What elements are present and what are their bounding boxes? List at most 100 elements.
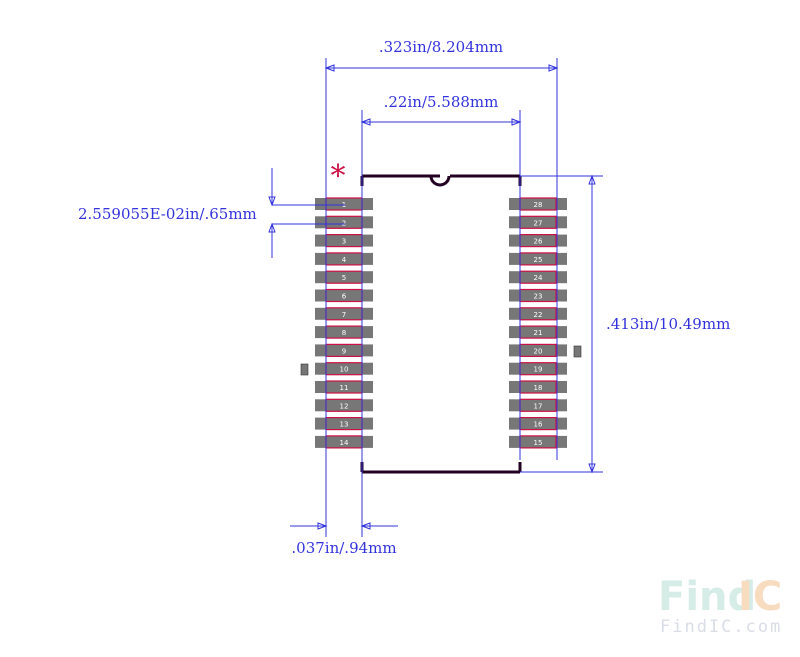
pad-right-26: 26 (509, 234, 567, 248)
pin-number: 17 (534, 402, 543, 410)
pad-fill (315, 399, 373, 412)
pin-number: 23 (534, 293, 543, 301)
pad-left-7: 7 (315, 307, 373, 321)
pin-number: 12 (340, 402, 349, 410)
pad-left-5: 5 (315, 270, 373, 284)
pin-number: 11 (340, 384, 349, 392)
pad-fill (509, 234, 567, 247)
pad-left-2: 2 (315, 215, 373, 229)
pin-number: 25 (534, 256, 543, 264)
pad-left-12: 12 (315, 398, 373, 412)
pin-number: 19 (534, 366, 543, 374)
pin-number: 21 (534, 329, 543, 337)
extension-lines (272, 58, 603, 537)
dim-body-length: .413in/10.49mm (588, 174, 730, 474)
pad-right-18: 18 (509, 380, 567, 394)
dim-overall-width-label: .323in/8.204mm (379, 38, 503, 56)
watermark-ic: IC (738, 574, 782, 620)
dim-body-length-label: .413in/10.49mm (606, 315, 730, 333)
pad-right-25: 25 (509, 252, 567, 266)
pin-number: 28 (534, 201, 543, 209)
pin-number: 20 (534, 347, 543, 355)
pin-number: 14 (340, 439, 349, 447)
pin-number: 6 (342, 293, 347, 301)
pad-fill (509, 362, 567, 375)
pad-left-3: 3 (315, 234, 373, 248)
pad-right-24: 24 (509, 270, 567, 284)
pad-right-28: 28 (509, 197, 567, 211)
pad-right-22: 22 (509, 307, 567, 321)
dim-body-width: .22in/5.588mm (360, 93, 522, 126)
pad-fill (509, 289, 567, 302)
pin-number: 22 (534, 311, 543, 319)
pin-number: 8 (342, 329, 346, 337)
pad-fill (315, 216, 373, 229)
pad-fill (509, 381, 567, 393)
pad-fill (509, 435, 567, 448)
pin1-marker: * (331, 159, 346, 194)
pin-number: 7 (342, 311, 346, 319)
pin-number: 13 (340, 421, 349, 429)
pad-left-9: 9 (315, 343, 373, 357)
pin1-notch (429, 175, 451, 187)
pin-number: 10 (340, 366, 349, 374)
pad-fill (315, 198, 373, 210)
pad-fill (509, 344, 567, 357)
pad-fill (509, 307, 567, 320)
side-mark-left (300, 363, 309, 376)
pad-right-19: 19 (509, 362, 567, 376)
pad-right-27: 27 (509, 215, 567, 229)
pads-right: 28 27 26 25 24 23 22 21 20 19 18 17 16 15 (509, 197, 567, 449)
watermark: Find IC FindIC.com (658, 574, 782, 637)
side-mark-right (573, 345, 582, 358)
pad-fill (509, 271, 567, 284)
pin-number: 5 (342, 274, 346, 282)
pin-number: 3 (342, 238, 346, 246)
pin-number: 18 (534, 384, 543, 392)
dim-pad-width: .037in/.94mm (290, 522, 398, 557)
pad-fill (315, 234, 373, 247)
pad-fill (509, 326, 567, 339)
pad-right-15: 15 (509, 435, 567, 449)
pad-fill (509, 399, 567, 412)
watermark-find: Find (658, 574, 756, 620)
pad-left-8: 8 (315, 325, 373, 339)
watermark-url: FindIC.com (660, 617, 782, 637)
pad-right-20: 20 (509, 343, 567, 357)
pad-left-11: 11 (315, 380, 373, 394)
pin-number: 2 (342, 219, 346, 227)
pad-fill (315, 417, 373, 430)
pad-fill (315, 252, 373, 265)
pin-number: 27 (534, 219, 543, 227)
pad-fill (315, 344, 373, 357)
pad-right-23: 23 (509, 288, 567, 303)
pad-fill (509, 252, 567, 265)
pad-left-10: 10 (315, 362, 373, 376)
pin-number: 26 (534, 238, 543, 246)
pad-fill (315, 289, 373, 302)
pad-fill (509, 198, 567, 210)
pad-left-1: 1 (315, 197, 373, 211)
package-body (360, 174, 522, 474)
pin-number: 9 (342, 347, 346, 355)
pad-fill (315, 381, 373, 393)
pad-right-21: 21 (509, 325, 567, 339)
dim-pin-pitch-label: 2.559055E-02in/.65mm (78, 205, 257, 223)
pad-right-16: 16 (509, 417, 567, 431)
pad-left-4: 4 (315, 252, 373, 266)
pad-left-13: 13 (315, 417, 373, 431)
pad-fill (315, 362, 373, 375)
pad-right-17: 17 (509, 398, 567, 412)
dim-overall-width: .323in/8.204mm (324, 38, 559, 72)
pin-number: 15 (534, 439, 543, 447)
pad-fill (509, 417, 567, 430)
pin-number: 16 (534, 421, 543, 429)
pad-fill (315, 307, 373, 320)
pad-fill (315, 271, 373, 284)
pin-number: 4 (342, 256, 347, 264)
pad-fill (315, 326, 373, 339)
dim-pin-pitch: 2.559055E-02in/.65mm (78, 168, 276, 258)
